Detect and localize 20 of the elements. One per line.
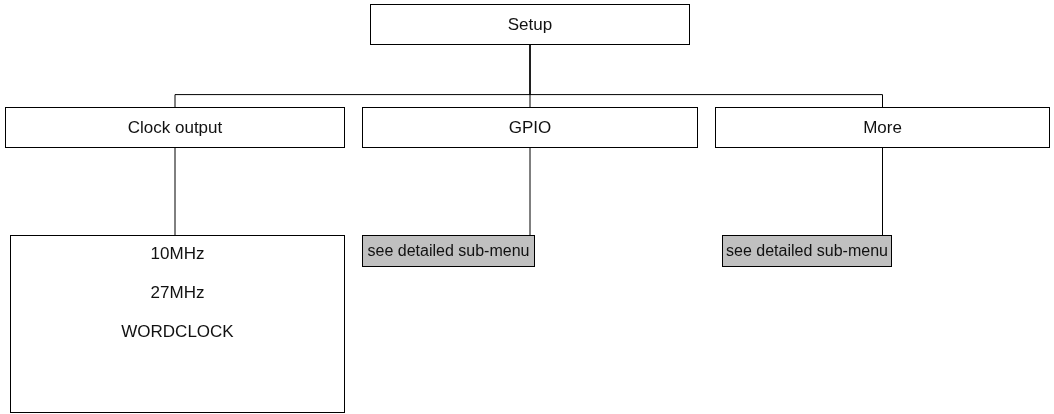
option-list-box	[10, 235, 345, 413]
option-label: 10MHz	[150, 244, 205, 264]
submenu-box	[362, 235, 535, 267]
menu-label: see detailed sub-menu	[726, 242, 888, 260]
menu-box	[362, 107, 698, 148]
connector-line	[882, 147, 883, 236]
option-label: 27MHz	[150, 283, 205, 303]
menu-label: More	[863, 117, 902, 138]
menu-box	[715, 107, 1050, 148]
connector-line	[174, 147, 176, 236]
menu-box	[5, 107, 345, 148]
connector-line	[529, 44, 883, 108]
option-label: WORDCLOCK	[121, 322, 234, 342]
menu-label: Setup	[507, 14, 553, 35]
menu-label: GPIO	[508, 117, 552, 138]
menu-box	[370, 4, 690, 45]
menu-label: see detailed sub-menu	[367, 242, 530, 260]
submenu-box	[722, 235, 892, 267]
connector-line	[529, 147, 531, 236]
menu-label: Clock output	[127, 117, 223, 138]
